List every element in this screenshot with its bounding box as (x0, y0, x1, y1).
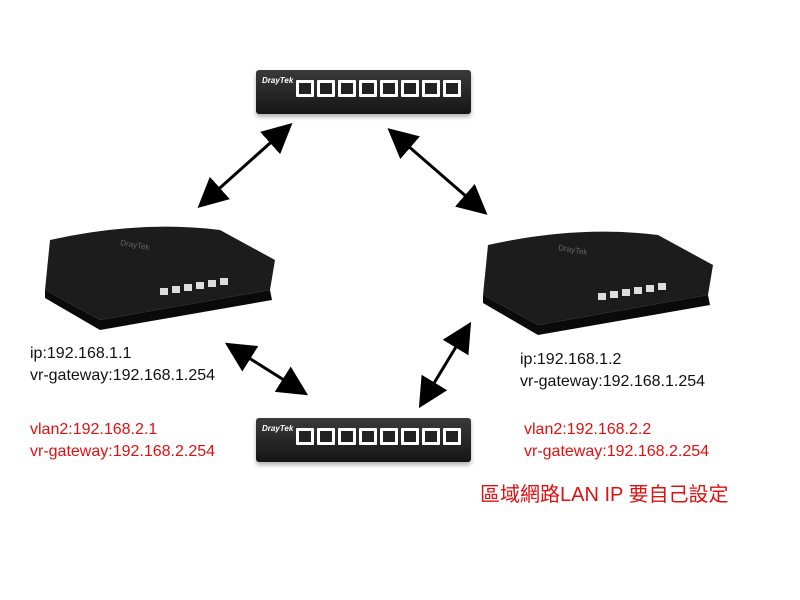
switch-bottom: DrayTek (256, 418, 471, 462)
vlan-gateway-label: vr-gateway:192.168.2.254 (524, 443, 710, 460)
gateway-label: vr-gateway:192.168.1.254 (30, 367, 216, 384)
router-left-lan-info: ip:192.168.1.1 vr-gateway:192.168.1.254 (30, 343, 215, 387)
router-left: DrayTek (45, 226, 275, 330)
router-right: DrayTek (483, 231, 713, 335)
ip-label: ip:192.168.1.1 (30, 345, 132, 362)
brand-logo: DrayTek (262, 424, 294, 433)
router-right-vlan-info: vlan2:192.168.2.2 vr-gateway:192.168.2.2… (524, 419, 709, 463)
ip-label: ip:192.168.1.2 (520, 351, 622, 368)
vlan-gateway-label: vr-gateway:192.168.2.254 (30, 443, 216, 460)
port-row (296, 80, 461, 97)
arrow-left-router-top-switch (197, 122, 293, 209)
lan-ip-note: 區域網路LAN IP 要自己設定 (480, 484, 729, 506)
router-left-vlan-info: vlan2:192.168.2.1 vr-gateway:192.168.2.2… (30, 419, 215, 463)
arrow-bottom-switch-right-router (418, 321, 472, 409)
brand-logo: DrayTek (262, 76, 294, 85)
switch-top: DrayTek (256, 70, 471, 114)
vlan-label: vlan2:192.168.2.1 (30, 421, 158, 438)
arrow-top-switch-right-router (387, 128, 488, 215)
arrow-left-router-bottom-switch (224, 342, 309, 396)
router-right-lan-info: ip:192.168.1.2 vr-gateway:192.168.1.254 (520, 349, 705, 393)
port-row (296, 428, 461, 445)
gateway-label: vr-gateway:192.168.1.254 (520, 373, 706, 390)
vlan-label: vlan2:192.168.2.2 (524, 421, 652, 438)
